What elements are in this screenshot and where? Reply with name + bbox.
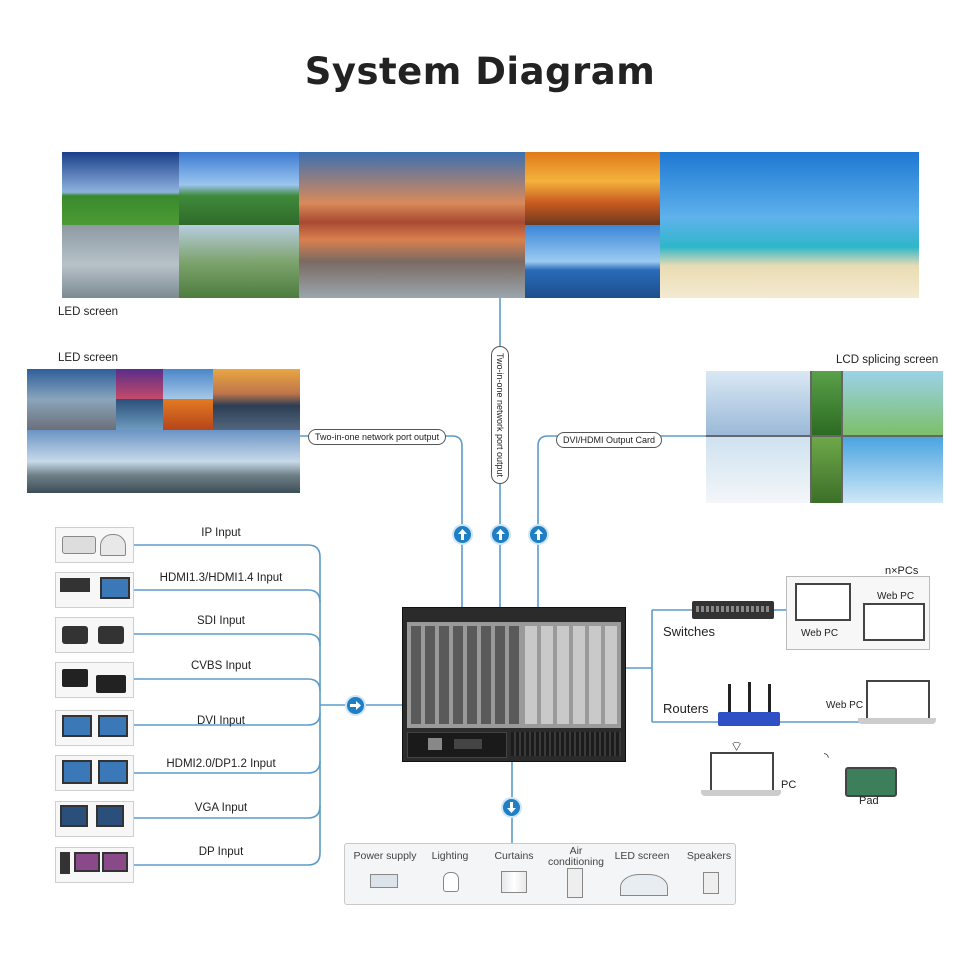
- pc-laptop-icon: [710, 752, 774, 792]
- web-pc-label-3: Web PC: [826, 700, 864, 711]
- web-pc-laptop-2-icon: [866, 680, 930, 720]
- router-icon: [718, 682, 780, 726]
- input-label-dvi: DVI Input: [197, 715, 245, 727]
- switches-label: Switches: [663, 624, 716, 639]
- cvbs-device-icon: [55, 662, 134, 698]
- tile-purple-sky: [116, 369, 163, 399]
- tile-laptop-hands: [706, 437, 810, 503]
- input-label-hdmi14: HDMI1.3/HDMI1.4 Input: [159, 572, 283, 584]
- input-label-ip: IP Input: [201, 527, 241, 539]
- ip-camera-icon: [55, 527, 134, 563]
- power-module: [407, 732, 507, 758]
- power-socket-icon: [428, 738, 442, 750]
- sdi-camera-icon: [55, 617, 134, 653]
- curtain-icon: [501, 871, 527, 893]
- matrix-chassis: [402, 607, 626, 762]
- control-label-curtains: Curtains: [494, 850, 534, 862]
- hdmi-device-icon: [55, 572, 134, 608]
- tile-castle: [179, 152, 299, 225]
- power-strip-icon: [370, 874, 398, 888]
- tile-sunset: [525, 152, 660, 225]
- tile-tower-bridge: [27, 430, 300, 493]
- left-output-pill: Two-in-one network port output: [308, 429, 447, 445]
- dp-pc-icon: [55, 847, 134, 883]
- tile-mountain-lake: [299, 152, 525, 298]
- card-slots: [407, 622, 621, 728]
- right-screen-label: LCD splicing screen: [836, 354, 939, 366]
- display-panel: [454, 739, 482, 749]
- input-label-dp: DP Input: [198, 846, 244, 858]
- input-label-vga: VGA Input: [194, 802, 248, 814]
- input-label-hdmi20: HDMI2.0/DP1.2 Input: [166, 758, 276, 770]
- tile-lighthouse-pier: [27, 369, 116, 430]
- wireless-icon: ◝: [824, 750, 829, 764]
- arrow-down-icon: [501, 797, 522, 818]
- tile-ocean: [525, 225, 660, 298]
- tile-beach-palm: [660, 152, 919, 298]
- pad-label: Pad: [859, 795, 879, 807]
- dvi-pc-icon: [55, 710, 134, 746]
- bulb-icon: [443, 872, 459, 892]
- controlled-devices-panel: Power supply Lighting Curtains Air condi…: [344, 843, 736, 905]
- npcs-label: n×PCs: [885, 565, 919, 577]
- npcs-group: Web PC Web PC: [786, 576, 930, 650]
- vent-grille: [511, 732, 621, 756]
- laptop-base: [858, 718, 936, 724]
- tile-sunset-beach: [213, 369, 300, 430]
- tile-green-strip: [812, 371, 841, 435]
- tile-rabbit: [843, 371, 943, 435]
- arrow-up-icon: [528, 524, 549, 545]
- pc-label: PC: [781, 779, 797, 791]
- input-label-sdi: SDI Input: [197, 615, 245, 627]
- top-led-screen: [62, 152, 919, 298]
- routers-label: Routers: [663, 701, 709, 716]
- tile-blue-abstract: [843, 437, 943, 503]
- control-label-speakers: Speakers: [686, 850, 732, 862]
- switch-icon: [692, 601, 774, 619]
- tile-moon-meadow: [62, 152, 179, 225]
- tile-harbor: [116, 399, 163, 430]
- top-screen-label: LED screen: [58, 306, 119, 318]
- arrow-up-icon: [452, 524, 473, 545]
- center-output-pill: Two-in-one network port output: [491, 346, 509, 484]
- left-screen-label: LED screen: [58, 352, 119, 364]
- page-title: System Diagram: [304, 50, 656, 93]
- pad-icon: [845, 767, 897, 797]
- vga-pc-icon: [55, 801, 134, 837]
- tile-sky-sea: [163, 369, 213, 399]
- web-pc-monitor-icon: [795, 583, 851, 621]
- tile-green-strip-2: [812, 437, 841, 503]
- card-slot-grid: [411, 626, 617, 724]
- control-label-lighting: Lighting: [431, 850, 469, 862]
- tile-sea-boat: [62, 225, 179, 298]
- tile-globe-tech: [706, 371, 810, 435]
- web-pc-label-1: Web PC: [801, 628, 839, 639]
- input-label-cvbs: CVBS Input: [190, 660, 252, 672]
- arrow-right-icon: [345, 695, 366, 716]
- right-output-pill: DVI/HDMI Output Card: [556, 432, 663, 448]
- arrow-up-icon: [490, 524, 511, 545]
- control-label-power: Power supply: [353, 850, 417, 862]
- web-pc-laptop-icon: [863, 603, 925, 641]
- left-led-screen: [27, 369, 300, 493]
- tile-meadow: [179, 225, 299, 298]
- control-label-led: LED screen: [614, 850, 670, 862]
- pc-laptop-base: [701, 790, 781, 796]
- speaker-icon: [703, 872, 719, 894]
- tile-orange-sunset: [163, 399, 213, 430]
- center-output-label: Two-in-one network port output: [495, 352, 505, 478]
- curved-led-icon: [620, 874, 668, 896]
- lcd-splicing-screen: [706, 371, 943, 503]
- air-conditioner-icon: [567, 868, 583, 898]
- hdmi-monitor-icon: [55, 755, 134, 791]
- wifi-icon: ⌔: [730, 738, 744, 754]
- control-label-air: Air conditioning: [547, 845, 605, 868]
- web-pc-label-2: Web PC: [877, 591, 915, 602]
